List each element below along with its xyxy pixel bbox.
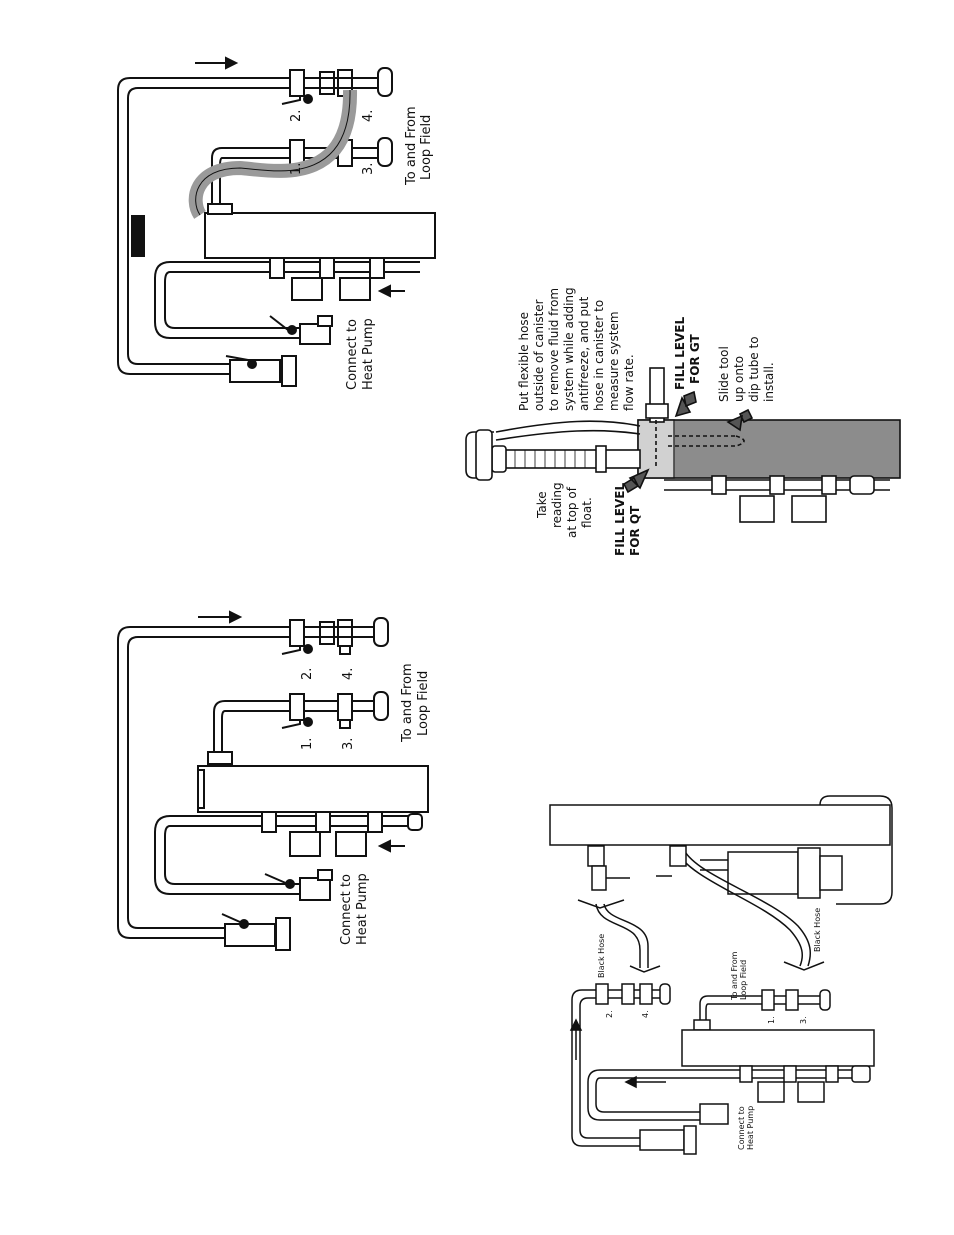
canister-hose-note-line6: hose in canister to — [592, 300, 606, 411]
middle-return-pipe — [117, 626, 290, 939]
top-pump-1 — [291, 277, 323, 301]
top-return-pipe — [117, 77, 290, 375]
figure-bottom-labels: Black Hose Black Hose To and From Loop F… — [597, 908, 822, 1150]
top-unit-box — [204, 212, 436, 259]
middle-heat-pump-line2: Heat Pump — [355, 873, 370, 945]
canister-hose-note-line1: Put flexible hose — [517, 312, 531, 411]
reading-note-line2: reading — [550, 482, 564, 528]
middle-heat-pump-line1: Connect to — [339, 874, 354, 945]
slide-tool-arrow — [726, 408, 754, 432]
figure-canister-labels: Put flexible hose outside of canister to… — [517, 287, 776, 556]
bottom-label-4: 4. — [641, 1010, 650, 1018]
figure-middle — [117, 610, 429, 951]
bottom-unit-box — [681, 1029, 875, 1067]
fill-level-qt-line1: FILL LEVEL — [613, 483, 627, 556]
bottom-heat-pump-line1: Connect to — [737, 1106, 746, 1150]
top-tee-2 — [289, 69, 305, 97]
bottom-label-2: 2. — [605, 1010, 614, 1018]
figure-top-labels: 2. 4. 1. 3. To and From Loop Field Conne… — [289, 106, 434, 390]
slide-note-line4: install. — [762, 362, 776, 402]
middle-loop-field-line2: Loop Field — [416, 671, 431, 736]
top-label-2: 2. — [289, 110, 304, 122]
slide-note-line1: Slide tool — [717, 346, 731, 402]
top-label-1: 1. — [289, 163, 304, 175]
bottom-label-1: 1. — [767, 1016, 776, 1024]
reading-note-line4: float. — [580, 497, 594, 528]
canister-hose-note-line8: flow rate. — [622, 354, 636, 411]
bottom-black-hose-label-2: Black Hose — [813, 908, 822, 952]
fill-level-qt-arrow — [622, 468, 650, 494]
canister-hose-note-line2: outside of canister — [532, 299, 546, 411]
reading-note-line3: at top of — [565, 486, 579, 538]
bottom-label-3: 3. — [799, 1016, 808, 1024]
middle-label-3: 3. — [341, 738, 356, 750]
middle-label-1: 1. — [300, 738, 315, 750]
top-heat-pump-line2: Heat Pump — [361, 318, 376, 390]
canister-hose-note-line7: measure system — [607, 311, 621, 411]
middle-tee-1 — [289, 693, 305, 721]
top-pump-2 — [339, 277, 371, 301]
bottom-loop-field-line1: To and From — [730, 951, 739, 1001]
middle-loop-field-line1: To and From — [400, 663, 415, 743]
top-flexible-hose — [188, 89, 358, 219]
bottom-black-hose-1 — [595, 903, 641, 968]
middle-label-4: 4. — [341, 668, 356, 680]
reading-note-line1: Take — [535, 491, 549, 519]
top-loop-field-line1: To and From — [404, 106, 419, 186]
bottom-heat-pump-line2: Heat Pump — [746, 1106, 755, 1150]
top-loop-field-line2: Loop Field — [419, 115, 434, 180]
canister-hose-note-line3: to remove fluid from — [547, 288, 561, 411]
figure-bottom — [549, 795, 893, 1155]
bottom-black-hose-2 — [675, 849, 804, 967]
bottom-black-hose-label-1: Black Hose — [597, 934, 606, 978]
canister-body — [637, 419, 901, 479]
top-label-4: 4. — [361, 110, 376, 122]
canister-pump-2 — [791, 495, 827, 523]
middle-pump-1 — [289, 831, 321, 857]
bottom-return-pipe — [571, 989, 640, 1147]
canister-hose-note-line4: system while adding — [562, 287, 576, 411]
figure-top — [117, 56, 436, 387]
slide-note-line2: up onto — [732, 356, 746, 402]
canister-pump-1 — [739, 495, 775, 523]
top-heat-pump-line1: Connect to — [345, 319, 360, 390]
middle-unit-box — [197, 765, 429, 813]
bottom-pump-motor — [727, 851, 799, 895]
fill-level-gt-line1: FILL LEVEL — [673, 317, 687, 390]
middle-pump-2 — [335, 831, 367, 857]
fill-level-gt-arrow — [674, 390, 697, 418]
fill-level-gt-line2: FOR GT — [688, 334, 702, 384]
middle-label-2: 2. — [300, 668, 315, 680]
figure-canister — [465, 367, 901, 523]
top-label-3: 3. — [361, 163, 376, 175]
middle-tee-3 — [337, 693, 353, 721]
middle-tee-4 — [337, 619, 353, 647]
bottom-loop-field-line2: Loop Field — [739, 960, 748, 1000]
middle-tee-2 — [289, 619, 305, 647]
fill-level-qt-line2: FOR QT — [628, 505, 642, 556]
bottom-heat-pump-cabinet — [549, 804, 891, 846]
figure-middle-labels: 2. 4. 1. 3. To and From Loop Field Conne… — [300, 663, 431, 945]
slide-note-line3: dip tube to — [747, 336, 761, 402]
canister-hose-note-line5: antifreeze, and put — [577, 296, 591, 411]
